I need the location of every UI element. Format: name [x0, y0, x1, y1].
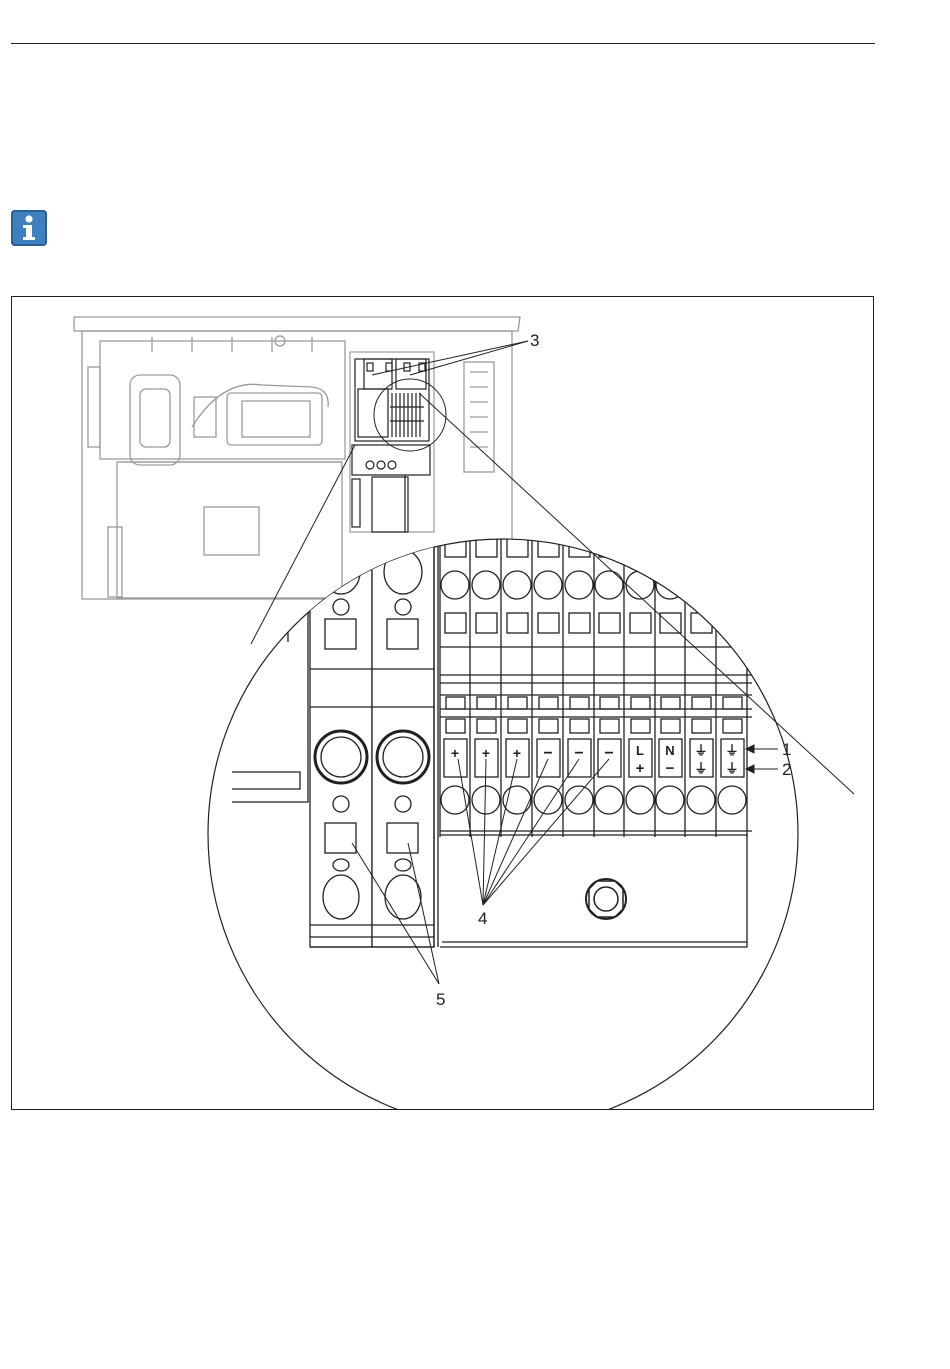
callout-3: 3 — [530, 331, 539, 350]
svg-text:⏚: ⏚ — [725, 761, 738, 776]
svg-text:N: N — [665, 743, 674, 758]
terminal-area-small — [350, 352, 434, 532]
wiring-figure: + + + − − − L N ⏚ ⏚ + − ⏚ ⏚ — [11, 296, 874, 1110]
callout-1: 1 — [782, 740, 791, 759]
callout-2: 2 — [782, 760, 791, 779]
terminal-diagram: + + + − − − L N ⏚ ⏚ + − ⏚ ⏚ — [12, 297, 874, 1110]
magnifier-circle — [208, 539, 798, 1110]
svg-text:+: + — [482, 745, 490, 761]
callout-4: 4 — [478, 909, 487, 928]
callout-5: 5 — [436, 990, 445, 1009]
fuse-carriers — [310, 522, 438, 947]
svg-text:⏚: ⏚ — [694, 743, 707, 758]
svg-text:⏚: ⏚ — [694, 761, 707, 776]
svg-text:+: + — [513, 745, 521, 761]
svg-text:+: + — [636, 760, 645, 777]
svg-text:L: L — [636, 743, 644, 758]
svg-text:−: − — [666, 760, 675, 777]
header-rule — [11, 43, 875, 44]
info-icon — [11, 210, 47, 246]
svg-text:+: + — [451, 745, 459, 761]
svg-text:⏚: ⏚ — [725, 743, 738, 758]
